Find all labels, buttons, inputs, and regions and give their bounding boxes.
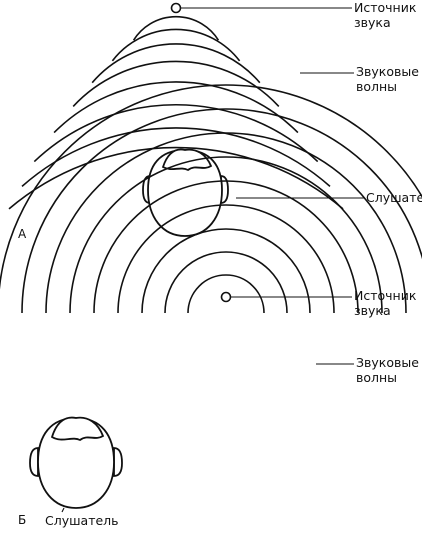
listener-label: Слушатель [45,513,119,528]
panel-a: Источник звука Звуковые волны Слушатель … [8,0,422,241]
sound-wave-8 [8,146,344,210]
sound-wave-8 [21,108,422,314]
waves-label-line-1: Звуковые [356,355,419,370]
sound-wave-3 [91,43,261,84]
panel-letter-a: А [18,227,27,241]
sound-wave-3 [141,228,311,314]
sound-wave-5 [93,180,359,314]
sound-wave-7 [45,132,407,314]
sound-source-icon [170,2,182,14]
sound-waves [0,84,422,314]
waves-label-line-1: Звуковые [356,64,419,79]
sound-wave-6 [69,156,383,314]
head-outline [37,417,115,509]
source-label-line-1: Источник [354,0,417,15]
panel-b: Источник звука Звуковые волны Слушатель … [0,84,422,528]
hair [50,416,105,442]
sound-wave-6 [33,104,319,163]
panel-letter-b: Б [18,513,26,527]
sound-wave-9 [0,84,422,291]
sound-wave-1 [187,274,265,314]
sound-wave-7 [21,127,331,187]
sound-wave-1 [132,15,220,41]
sound-source-icon [220,291,232,303]
waves-label-line-2: волны [356,79,397,94]
sound-wave-4 [72,60,280,107]
listener-leader-line [61,507,65,513]
head-outline [147,149,223,237]
sound-wave-4 [117,204,335,314]
sound-wave-2 [164,251,288,314]
sound-wave-5 [53,81,299,134]
waves-label-line-2: волны [356,370,397,385]
right-ear [113,447,123,477]
sound-waves [8,15,344,210]
source-label-line-1: Источник [354,288,417,303]
source-label-line-2: звука [354,15,391,30]
right-ear [220,175,229,204]
left-ear [29,447,39,477]
listener-head [29,416,123,509]
sound-wave-2 [111,28,241,62]
source-label-line-2: звука [354,303,391,318]
